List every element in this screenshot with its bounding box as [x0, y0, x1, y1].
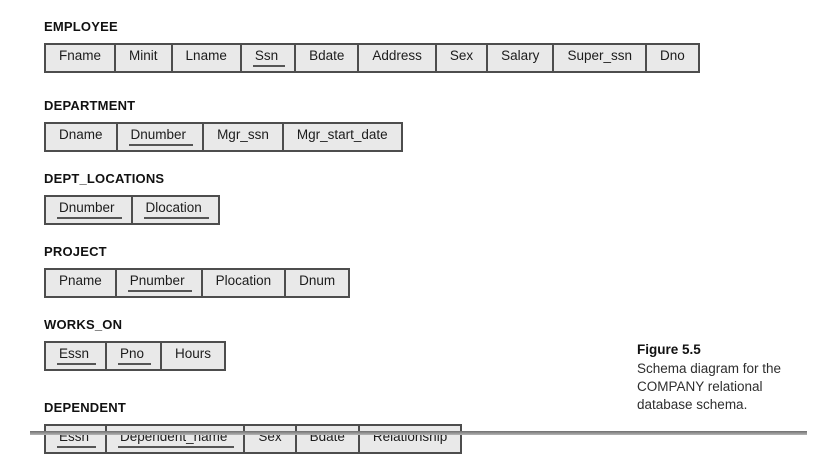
attribute-cell: Bdate: [294, 426, 358, 452]
figure-caption-line: Schema diagram for the: [637, 361, 782, 376]
primary-key-attribute: Dlocation: [143, 200, 209, 219]
attribute-label: Mgr_start_date: [296, 127, 388, 142]
attribute-label: Dno: [659, 48, 685, 63]
figure-caption-line: database schema.: [637, 397, 748, 412]
attribute-cell: Relationship: [357, 426, 461, 452]
attribute-cell: Mgr_start_date: [281, 124, 401, 150]
figure-label: Figure 5.5: [637, 342, 701, 357]
attribute-cell: Pno: [105, 343, 161, 369]
attribute-row: Dname Dnumber Mgr_ssn Mgr_start_date: [44, 122, 403, 152]
attribute-cell: Plocation: [200, 270, 285, 296]
primary-key-attribute: Dnumber: [128, 127, 194, 146]
relation-schema: DEPARTMENT Dname Dnumber Mgr_ssn Mgr_start_…: [44, 99, 700, 152]
relation-schema: WORKS_ON Essn Pno Hours: [44, 318, 700, 371]
attribute-label: Salary: [501, 48, 540, 63]
attribute-row: Pname Pnumber Plocation Dnum: [44, 268, 351, 298]
table-title: DEPARTMENT: [44, 98, 136, 113]
primary-key-attribute: Essn: [57, 346, 97, 365]
attribute-label: Dnum: [299, 273, 336, 288]
attribute-cell: Bdate: [294, 45, 358, 71]
primary-key-attribute: Pno: [118, 346, 152, 365]
attribute-cell: Pname: [46, 270, 115, 296]
attribute-cell: Fname: [46, 45, 115, 71]
primary-key-attribute: Ssn: [252, 48, 286, 67]
attribute-cell: Essn: [46, 426, 106, 452]
attribute-cell: Dependent_name: [105, 426, 244, 452]
attribute-cell: Dlocation: [130, 197, 218, 223]
table-title: EMPLOYEE: [44, 19, 118, 34]
attribute-cell: Super_ssn: [552, 45, 645, 71]
table-title: DEPENDENT: [44, 400, 126, 415]
attribute-cell: Pnumber: [114, 270, 201, 296]
attribute-cell: Minit: [114, 45, 171, 71]
attribute-label: Hours: [175, 346, 212, 361]
attribute-cell: Ssn: [239, 45, 295, 71]
attribute-row: Fname Minit Lname Ssn Bdate Address Sex Salary S…: [44, 43, 700, 73]
attribute-cell: Sex: [434, 45, 487, 71]
attribute-cell: Hours: [160, 343, 225, 369]
table-title: WORKS_ON: [44, 317, 123, 332]
primary-key-attribute: Pnumber: [127, 273, 192, 292]
attribute-label: Plocation: [215, 273, 272, 288]
relation-schema: PROJECT Pname Pnumber Plocation Dnum: [44, 245, 700, 298]
attribute-cell: Dnumber: [115, 124, 203, 150]
attribute-cell: Salary: [486, 45, 553, 71]
attribute-cell: Sex: [243, 426, 295, 452]
attribute-cell: Address: [357, 45, 435, 71]
attribute-label: Dname: [59, 127, 103, 142]
attribute-label: Address: [372, 48, 422, 63]
attribute-cell: Dnumber: [46, 197, 131, 223]
figure-caption: Figure 5.5 Schema diagram for the COMPAN…: [637, 341, 817, 414]
primary-key-attribute: Dnumber: [57, 200, 122, 219]
attribute-label: Mgr_ssn: [217, 127, 269, 142]
attribute-cell: Dnum: [284, 270, 349, 296]
attribute-cell: Essn: [46, 343, 106, 369]
attribute-label: Pname: [59, 273, 102, 288]
attribute-label: Bdate: [309, 48, 345, 63]
table-title: PROJECT: [44, 244, 107, 259]
relation-schema: DEPT_LOCATIONS Dnumber Dlocation: [44, 172, 700, 225]
relation-schema: EMPLOYEE Fname Minit Lname Ssn Bdate Address S…: [44, 20, 700, 73]
attribute-cell: Dno: [644, 45, 698, 71]
attribute-label: Minit: [129, 48, 158, 63]
attribute-cell: Dname: [46, 124, 116, 150]
attribute-cell: Mgr_ssn: [202, 124, 282, 150]
attribute-cell: Lname: [170, 45, 240, 71]
bottom-rule: [30, 431, 807, 435]
attribute-label: Lname: [185, 48, 227, 63]
figure-caption-line: COMPANY relational: [637, 379, 763, 394]
attribute-row: Dnumber Dlocation: [44, 195, 220, 225]
attribute-label: Sex: [449, 48, 474, 63]
attribute-row: Essn Pno Hours: [44, 341, 227, 371]
attribute-label: Super_ssn: [567, 48, 632, 63]
attribute-label: Fname: [59, 48, 102, 63]
table-title: DEPT_LOCATIONS: [44, 171, 165, 186]
